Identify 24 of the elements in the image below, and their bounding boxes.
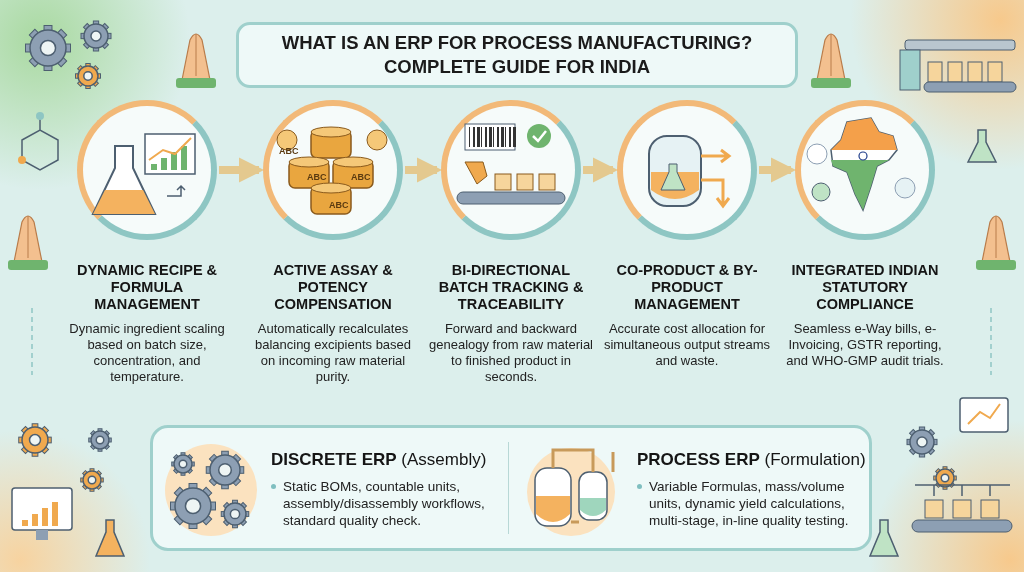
- feature-description: Seamless e-Way bills, e-Invoicing, GSTR reporting, and WHO-GMP audit trials.: [785, 321, 945, 369]
- feature-heading: BI-DIRECTIONAL BATCH TRACKING & TRACEABILITY: [437, 262, 585, 313]
- barrel-label: ABC: [279, 146, 299, 156]
- title-banner: WHAT IS AN ERP FOR PROCESS MANUFACTURING? COMPLETE GUIDE FOR INDIA: [236, 22, 798, 88]
- arrow: [759, 157, 797, 183]
- feature-heading: ACTIVE ASSAY & POTENCY COMPENSATION: [272, 262, 394, 313]
- bullet-text: Variable Formulas, mass/volume units, dynamic yield calculations, multi-stage, in-line quality testing.: [637, 478, 879, 529]
- feature-description: Automatically recalculates balancing excipients based on incoming raw material purity.: [253, 321, 413, 385]
- barrel-label: ABC: [307, 172, 327, 182]
- feature-heading: INTEGRATED INDIAN STATUTORY COMPLIANCE: [790, 262, 940, 313]
- arrow: [405, 157, 443, 183]
- panel-heading: PROCESS ERP (Formulation): [637, 450, 866, 470]
- panel-heading: DISCRETE ERP (Assembly): [271, 450, 487, 470]
- feature-heading: DYNAMIC RECIPE & FORMULA MANAGEMENT: [75, 262, 219, 313]
- feature-description: Accurate cost allocation for simultaneous output streams and waste.: [603, 321, 771, 369]
- barrel-label: ABC: [351, 172, 371, 182]
- comparison-panel: [150, 425, 872, 551]
- feature-description: Dynamic ingredient scaling based on batch size, concentration, and temperature.: [68, 321, 226, 385]
- barrel-label: ABC: [329, 200, 349, 210]
- arrow: [583, 157, 619, 183]
- feature-description: Forward and backward genealogy from raw material to finished product in seconds.: [428, 321, 594, 385]
- feature-heading: CO-PRODUCT & BY-PRODUCT MANAGEMENT: [615, 262, 759, 313]
- arrow: [219, 157, 265, 183]
- bullet-text: Static BOMs, countable units, assembly/disassembly workflows, standard quality check.: [271, 478, 513, 529]
